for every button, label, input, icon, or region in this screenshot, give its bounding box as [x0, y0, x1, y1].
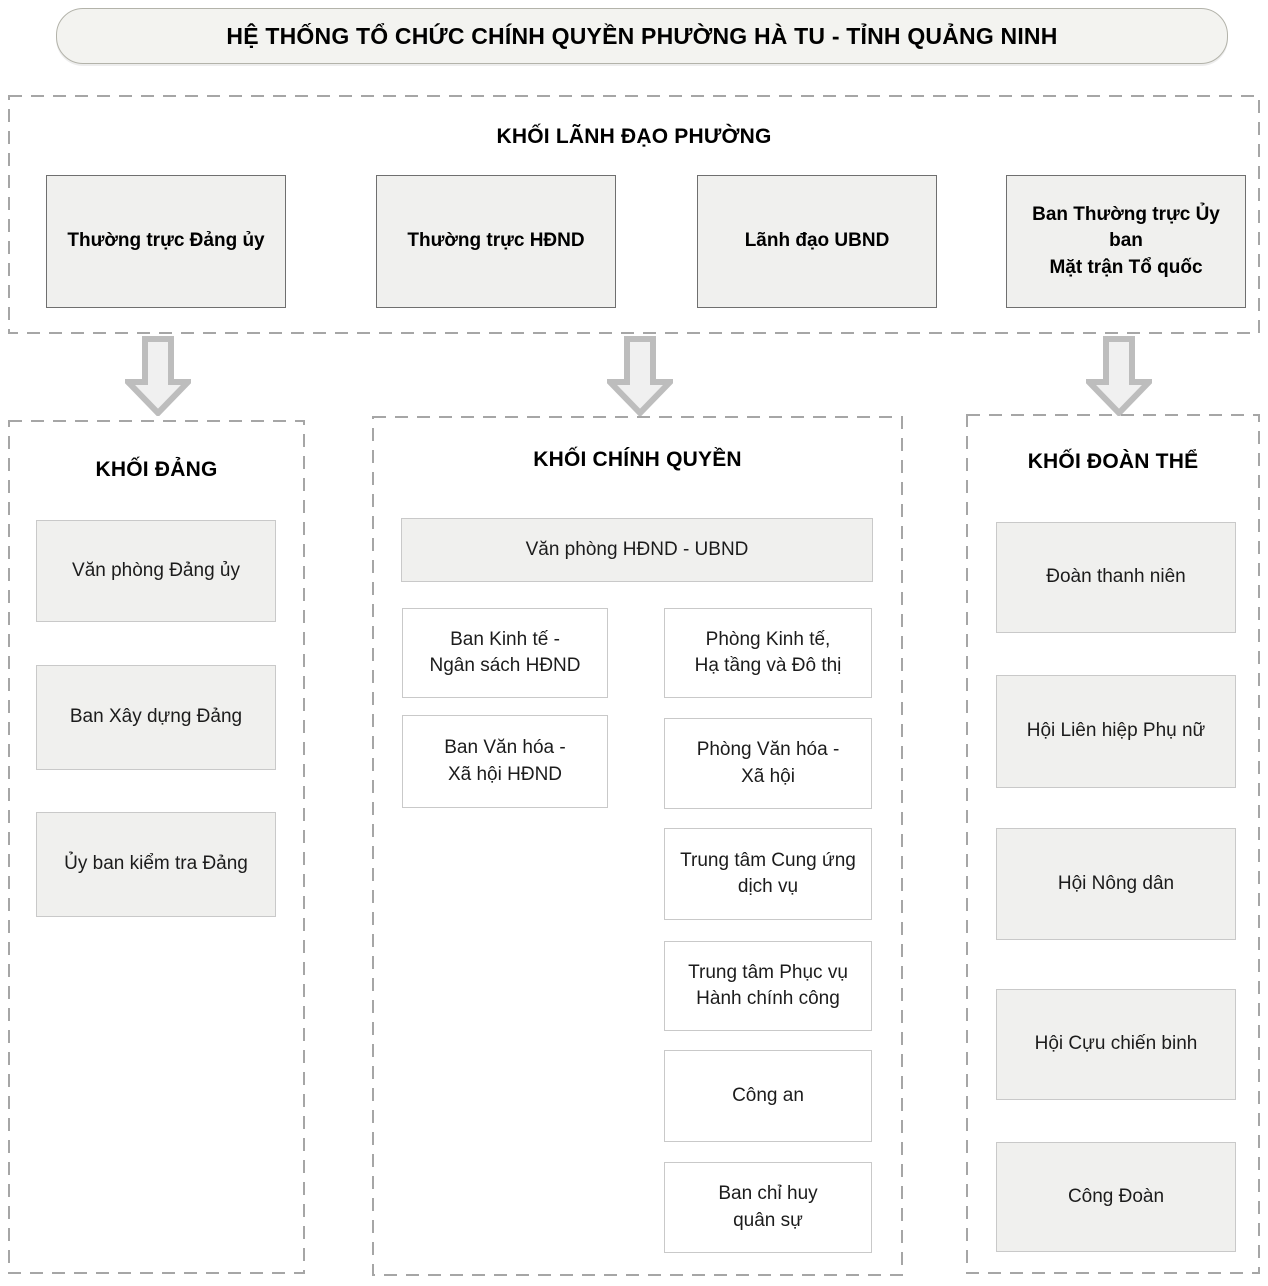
box-phong-van-hoa-xa-hoi: Phòng Văn hóa - Xã hội: [664, 718, 872, 809]
box-trung-tam-phuc-vu-hanh-chinh-cong: Trung tâm Phục vụ Hành chính công: [664, 941, 872, 1031]
down-arrow-icon: [125, 336, 191, 416]
down-arrow-icon: [607, 336, 673, 416]
box-trung-tam-cung-ung-dich-vu: Trung tâm Cung ứng dịch vụ: [664, 828, 872, 920]
box-uy-ban-kiem-tra-dang: Ủy ban kiểm tra Đảng: [36, 812, 276, 917]
box-hoi-nong-dan: Hội Nông dân: [996, 828, 1236, 940]
mass-organizations-block: KHỐI ĐOÀN THỂ Đoàn thanh niên Hội Liên h…: [966, 414, 1260, 1274]
box-cong-doan: Công Đoàn: [996, 1142, 1236, 1252]
box-ban-van-hoa-xa-hoi-hdnd: Ban Văn hóa - Xã hội HĐND: [402, 715, 608, 808]
box-phong-kinh-te-ha-tang-do-thi: Phòng Kinh tế, Hạ tầng và Đô thị: [664, 608, 872, 698]
box-ban-kinh-te-ngan-sach-hdnd: Ban Kinh tế - Ngân sách HĐND: [402, 608, 608, 698]
page-title: HỆ THỐNG TỔ CHỨC CHÍNH QUYỀN PHƯỜNG HÀ T…: [56, 8, 1228, 64]
box-ban-chi-huy-quan-su: Ban chỉ huy quân sự: [664, 1162, 872, 1253]
box-thuong-truc-hdnd: Thường trực HĐND: [376, 175, 616, 308]
leadership-block: KHỐI LÃNH ĐẠO PHƯỜNG Thường trực Đảng ủy…: [8, 95, 1260, 334]
party-block: KHỐI ĐẢNG Văn phòng Đảng ủy Ban Xây dựng…: [8, 420, 305, 1274]
government-header: KHỐI CHÍNH QUYỀN: [533, 448, 742, 471]
mass-header: KHỐI ĐOÀN THỂ: [1027, 450, 1199, 473]
box-hoi-cuu-chien-binh: Hội Cựu chiến binh: [996, 989, 1236, 1100]
leadership-header: KHỐI LÃNH ĐẠO PHƯỜNG: [496, 125, 772, 148]
government-block: KHỐI CHÍNH QUYỀN Văn phòng HĐND - UBND B…: [372, 416, 903, 1276]
box-cong-an: Công an: [664, 1050, 872, 1142]
box-lanh-dao-ubnd: Lãnh đạo UBND: [697, 175, 937, 308]
box-van-phong-dang-uy: Văn phòng Đảng ủy: [36, 520, 276, 622]
box-van-phong-hdnd-ubnd: Văn phòng HĐND - UBND: [401, 518, 873, 582]
box-thuong-truc-dang-uy: Thường trực Đảng ủy: [46, 175, 286, 308]
party-header: KHỐI ĐẢNG: [95, 458, 218, 481]
box-doan-thanh-nien: Đoàn thanh niên: [996, 522, 1236, 633]
box-ban-thuong-truc-mat-tran: Ban Thường trực Ủy ban Mặt trận Tổ quốc: [1006, 175, 1246, 308]
down-arrow-icon: [1086, 336, 1152, 416]
box-ban-xay-dung-dang: Ban Xây dựng Đảng: [36, 665, 276, 770]
box-hoi-lien-hiep-phu-nu: Hội Liên hiệp Phụ nữ: [996, 675, 1236, 788]
